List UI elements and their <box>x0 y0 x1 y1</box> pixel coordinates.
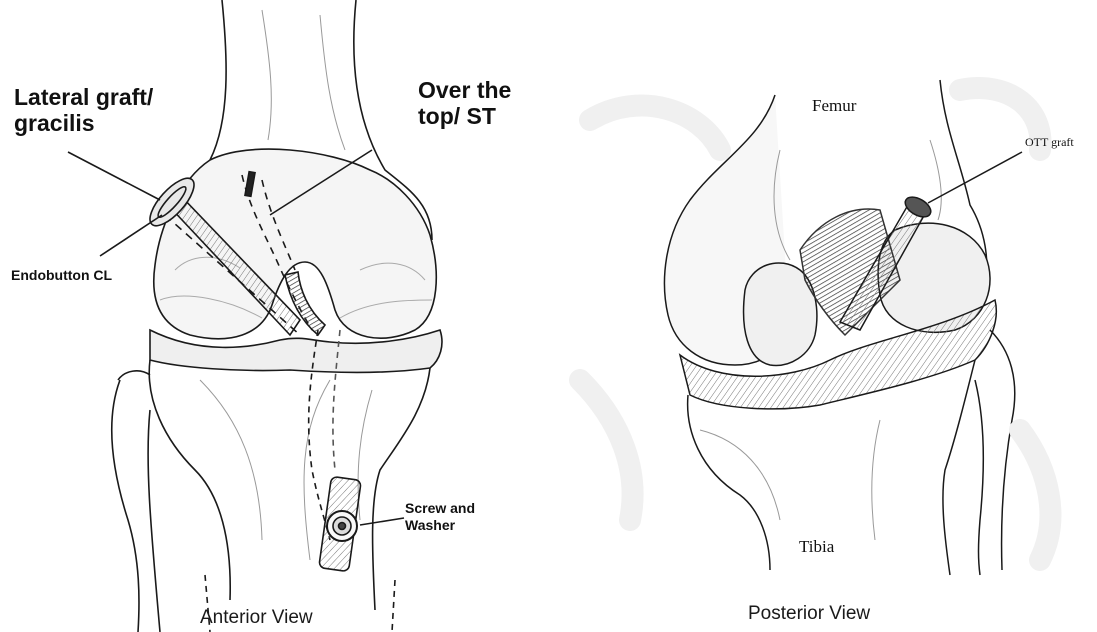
fibula <box>112 380 160 632</box>
label-tibia: Tibia <box>799 537 834 556</box>
leader-endobutton <box>100 215 162 256</box>
leader-lateral-graft <box>68 152 160 200</box>
leader-screw <box>360 518 404 525</box>
caption-anterior-view: Anterior View <box>200 607 313 628</box>
leader-ott-graft <box>928 152 1022 203</box>
label-lateral-graft: Lateral graft/ gracilis <box>14 85 153 137</box>
label-femur: Femur <box>812 96 856 115</box>
caption-posterior-view: Posterior View <box>748 603 870 624</box>
label-over-the-top: Over the top/ ST <box>418 78 511 130</box>
tibia <box>149 360 430 610</box>
label-endobutton: Endobutton CL <box>11 268 112 284</box>
label-ott-graft: OTT graft <box>1025 136 1074 149</box>
label-screw-washer: Screw and Washer <box>405 500 475 534</box>
posterior-fibula <box>975 330 1015 575</box>
